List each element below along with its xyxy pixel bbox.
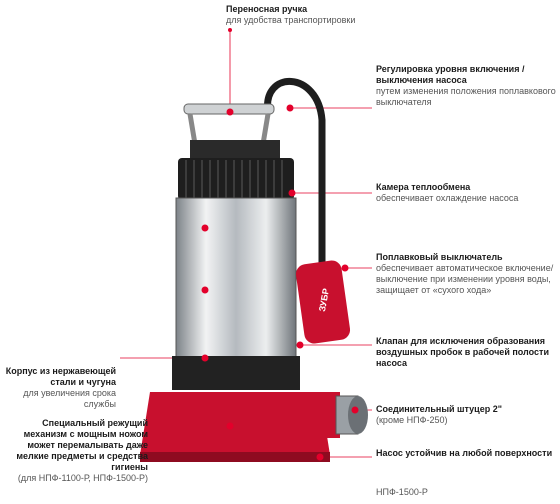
callout-body: Корпус из нержавеющей стали и чугуна для…: [4, 366, 116, 410]
power-cable: [264, 77, 326, 266]
callout-cutter: Специальный режущий механизм с мощным но…: [4, 418, 148, 484]
callout-float-sub: обеспечивает автоматическое включение/вы…: [376, 263, 554, 295]
callout-outlet: Соединительный штуцер 2" (кроме НПФ-250): [376, 404, 556, 426]
handle-dot-top: [228, 28, 232, 32]
callout-base: Насос устойчив на любой поверхности: [376, 448, 556, 459]
callout-cutter-sub: (для НПФ-1100-Р, НПФ-1500-Р): [17, 473, 148, 483]
callout-outlet-sub: (кроме НПФ-250): [376, 415, 448, 425]
callout-outlet-title: Соединительный штуцер 2": [376, 404, 502, 414]
float-switch: [295, 260, 351, 344]
callout-cutter-title: Специальный режущий механизм с мощным но…: [16, 418, 148, 472]
callout-level-sub: путем изменения положения поплавкового в…: [376, 86, 556, 107]
callout-base-title: Насос устойчив на любой поверхности: [376, 448, 553, 458]
red-base: [140, 392, 330, 462]
callout-heat: Камера теплообмена обеспечивает охлажден…: [376, 182, 556, 204]
callout-body-title: Корпус из нержавеющей стали и чугуна: [5, 366, 116, 387]
callout-float-title: Поплавковый выключатель: [376, 252, 503, 262]
stainless-body: [175, 197, 297, 359]
heat-exchange-chamber: [178, 158, 294, 200]
callout-handle: Переносная ручка для удобства транспорти…: [226, 4, 426, 26]
callout-heat-sub: обеспечивает охлаждение насоса: [376, 193, 519, 203]
outlet-connector: [300, 392, 368, 438]
model-label: НПФ-1500-Р: [376, 487, 428, 497]
callout-valve: Клапан для исключения образования воздуш…: [376, 336, 556, 369]
callout-level-title: Регулировка уровня включения / выключени…: [376, 64, 525, 85]
cast-iron-housing: [172, 356, 300, 390]
callout-handle-title: Переносная ручка: [226, 4, 308, 14]
marker-dots: [201, 104, 359, 461]
callout-heat-title: Камера теплообмена: [376, 182, 471, 192]
callout-body-sub: для увеличения срока службы: [23, 388, 116, 409]
callout-level: Регулировка уровня включения / выключени…: [376, 64, 556, 108]
callout-float: Поплавковый выключатель обеспечивает авт…: [376, 252, 556, 296]
callout-handle-sub: для удобства транспортировки: [226, 15, 356, 25]
callout-valve-title: Клапан для исключения образования воздуш…: [376, 336, 549, 368]
motor-cap: [190, 140, 280, 160]
